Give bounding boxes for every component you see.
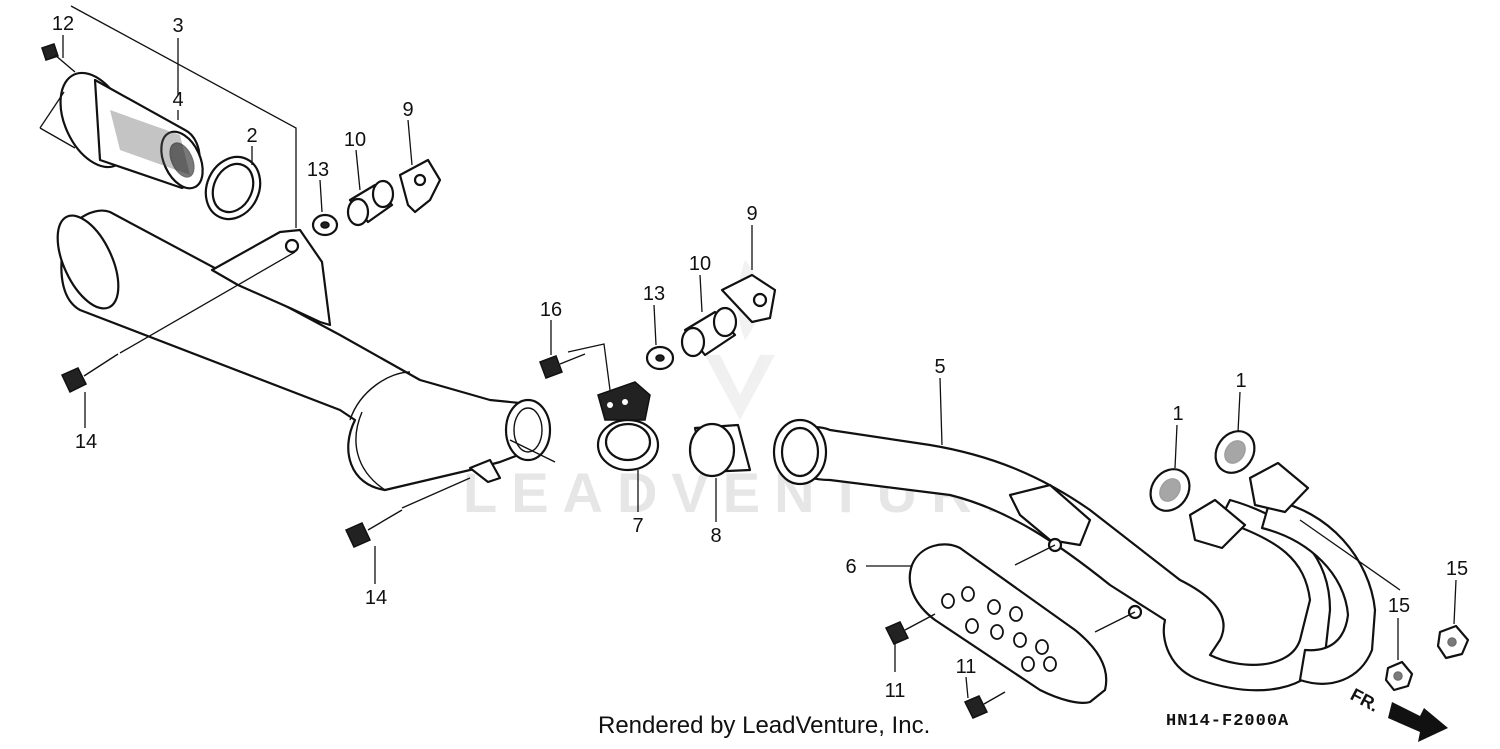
callout-15-nut-center: 15 xyxy=(1388,595,1410,617)
footer-credit: Rendered by LeadVenture, Inc. xyxy=(598,712,931,739)
gasket-ring[interactable] xyxy=(196,148,270,228)
leader-lines xyxy=(39,5,1457,699)
bolt-16[interactable] xyxy=(539,353,586,379)
callout-16-bolt: 16 xyxy=(540,299,562,321)
spark-arrester[interactable] xyxy=(47,62,211,195)
muffler[interactable] xyxy=(45,207,556,492)
callout-9-stay-lower: 9 xyxy=(746,203,757,225)
callout-10-rubber-lower: 10 xyxy=(689,253,711,275)
callout-8-gasket: 8 xyxy=(710,525,721,547)
washer-13-upper[interactable] xyxy=(311,213,339,237)
callout-2-gasket: 2 xyxy=(246,125,257,147)
heat-protector[interactable] xyxy=(908,543,1108,704)
nut-15-center[interactable] xyxy=(1384,660,1414,692)
callout-4-spark-arrester: 4 xyxy=(172,89,183,111)
joint-gasket-1-right[interactable] xyxy=(1208,424,1263,481)
stay-9-lower[interactable] xyxy=(720,273,777,324)
nut-15-right[interactable] xyxy=(1436,624,1470,660)
band-clamp[interactable] xyxy=(596,381,660,472)
callout-15-nut-right: 15 xyxy=(1446,558,1468,580)
bolt-11-upper[interactable] xyxy=(884,613,936,645)
front-direction-arrow xyxy=(1388,702,1448,742)
exhaust-pipe[interactable] xyxy=(772,418,1377,692)
callout-13-washer-upper: 13 xyxy=(307,159,329,181)
callout-12-bolt: 12 xyxy=(52,13,74,35)
callout-14-bolt-lower: 14 xyxy=(365,587,387,609)
bolt-12[interactable] xyxy=(41,43,76,73)
joint-gasket-1-left[interactable] xyxy=(1143,462,1198,519)
rubber-mount-10-lower[interactable] xyxy=(680,306,738,358)
callout-14-bolt-upper: 14 xyxy=(75,431,97,453)
rubber-mount-10-upper[interactable] xyxy=(346,179,395,227)
callout-7-band: 7 xyxy=(632,515,643,537)
gasket-sleeve[interactable] xyxy=(688,422,752,478)
callout-11-bolt-lower: 11 xyxy=(956,656,977,678)
callout-9-stay-upper: 9 xyxy=(402,99,413,121)
bolt-11-lower[interactable] xyxy=(963,691,1006,719)
callout-numbers: 12 3 4 2 13 10 9 9 10 13 16 14 14 7 8 5 … xyxy=(52,13,1468,702)
washer-13-lower[interactable] xyxy=(645,345,675,371)
callout-11-bolt-upper: 11 xyxy=(885,680,906,702)
stay-9-upper[interactable] xyxy=(398,158,442,214)
callout-13-washer-lower: 13 xyxy=(643,283,665,305)
diagram-code: HN14-F2000A xyxy=(1166,712,1290,731)
callout-1-joint-gasket-left: 1 xyxy=(1172,403,1183,425)
bolt-14-lower[interactable] xyxy=(344,509,403,548)
callout-3-muffler: 3 xyxy=(172,15,183,37)
callout-10-rubber-upper: 10 xyxy=(344,129,366,151)
bolt-14-upper[interactable] xyxy=(60,353,119,394)
callout-5-exhaust-pipe: 5 xyxy=(934,356,945,378)
callout-6-protector: 6 xyxy=(845,556,856,578)
callout-1-joint-gasket-right: 1 xyxy=(1235,370,1246,392)
